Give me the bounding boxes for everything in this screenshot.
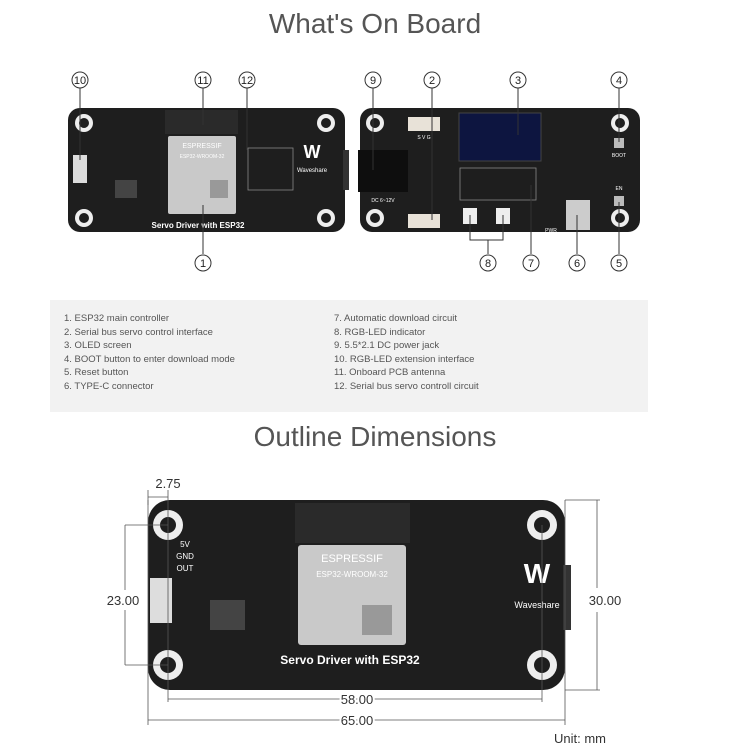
outline-module-model: ESP32-WROOM-32	[316, 570, 388, 579]
servo-pins-label: S V G	[417, 135, 430, 141]
callout-5: 5	[610, 254, 628, 272]
callout-9: 9	[364, 71, 382, 89]
en-label: EN	[616, 186, 623, 192]
callout-7: 7	[522, 254, 540, 272]
svg-text:4: 4	[616, 75, 622, 87]
dim-hole-spacing-v: 23.00	[107, 593, 140, 608]
outline-logo-text: Waveshare	[514, 600, 559, 610]
legend-item: 6. TYPE-C connector	[64, 380, 154, 392]
callouts-bottom: 1 8 7 6 5	[194, 254, 628, 272]
servo-connector-bottom	[408, 214, 440, 228]
dimension-lines	[124, 490, 600, 725]
board-label: Servo Driver with ESP32	[152, 221, 245, 230]
callout-12: 12	[238, 71, 256, 89]
outline-board-label: Servo Driver with ESP32	[280, 653, 420, 667]
logo-glyph: W	[304, 142, 321, 162]
outline-module-brand: ESPRESSIF	[321, 553, 383, 565]
module-brand: ESPRESSIF	[182, 143, 221, 150]
legend-item: 11. Onboard PCB antenna	[334, 367, 446, 378]
callout-8: 8	[479, 254, 497, 272]
svg-text:12: 12	[241, 75, 253, 87]
callout-2: 2	[423, 71, 441, 89]
oled-screen	[458, 112, 542, 162]
module-model: ESP32-WROOM-32	[180, 154, 225, 160]
boot-label: BOOT	[612, 153, 626, 159]
legend-item: 2. Serial bus servo control interface	[64, 326, 213, 338]
callout-11: 11	[194, 71, 212, 89]
legend-item: 12. Serial bus servo controll circuit	[334, 380, 479, 392]
pwr-label: PWR	[545, 228, 557, 234]
callout-lines	[79, 88, 620, 254]
dim-unit: Unit: mm	[554, 731, 606, 746]
outline-logo-glyph: W	[524, 558, 551, 589]
legend-item: 4. BOOT button to enter download mode	[64, 353, 235, 365]
svg-text:3: 3	[515, 75, 521, 87]
legend-item: 10. RGB-LED extension interface	[334, 353, 475, 365]
svg-text:11: 11	[197, 75, 208, 87]
pin-label-gnd: GND	[176, 552, 194, 561]
callout-1: 1	[194, 254, 212, 272]
outline-board: ESPRESSIF ESP32-WROOM-32 5V GND OUT W Wa…	[148, 500, 571, 690]
pin-label-5v: 5V	[180, 540, 190, 549]
callouts-top: 10 11 12 9 2 3 4	[71, 71, 628, 89]
legend-right: 7. Automatic download circuit 8. RGB-LED…	[334, 312, 479, 393]
legend-left: 1. ESP32 main controller 2. Serial bus s…	[64, 312, 235, 393]
dim-width: 65.00	[341, 713, 374, 728]
dim-height: 30.00	[589, 593, 622, 608]
type-c	[566, 200, 590, 230]
dc-label: DC 6~12V	[371, 198, 395, 204]
legend-item: 8. RGB-LED indicator	[334, 326, 426, 338]
svg-text:7: 7	[528, 258, 534, 270]
svg-text:10: 10	[74, 75, 86, 87]
legend-item: 3. OLED screen	[64, 340, 132, 351]
dim-hole-spacing-h: 58.00	[341, 692, 374, 707]
legend-item: 1. ESP32 main controller	[64, 313, 170, 324]
board-front: ESPRESSIF ESP32-WROOM-32 W Waveshare Ser…	[68, 108, 349, 232]
dim-hole-offset: 2.75	[155, 476, 180, 491]
legend-item: 5. Reset button	[64, 367, 129, 378]
callout-4: 4	[610, 71, 628, 89]
servo-connector-top	[408, 117, 440, 131]
pin-label-out: OUT	[177, 564, 194, 573]
dc-jack	[358, 150, 408, 192]
logo-text: Waveshare	[297, 168, 328, 174]
svg-text:2: 2	[429, 75, 435, 87]
callout-6: 6	[568, 254, 586, 272]
svg-text:9: 9	[370, 75, 376, 87]
pcb-antenna	[165, 110, 238, 134]
callout-10: 10	[71, 71, 89, 89]
feature-legend: 1. ESP32 main controller 2. Serial bus s…	[50, 300, 648, 412]
section-title-on-board: What's On Board	[268, 8, 482, 39]
svg-text:8: 8	[485, 258, 491, 270]
svg-text:6: 6	[574, 258, 580, 270]
legend-item: 7. Automatic download circuit	[334, 313, 458, 324]
callout-3: 3	[509, 71, 527, 89]
legend-item: 9. 5.5*2.1 DC power jack	[334, 340, 440, 351]
en-button	[614, 196, 624, 206]
svg-text:5: 5	[616, 258, 622, 270]
rgb-led-connector	[73, 155, 87, 183]
board-back: DC 6~12V S V G PWR BOOT EN	[358, 108, 640, 234]
section-title-outline: Outline Dimensions	[253, 421, 497, 452]
svg-text:1: 1	[200, 258, 206, 270]
boot-button	[614, 138, 624, 148]
